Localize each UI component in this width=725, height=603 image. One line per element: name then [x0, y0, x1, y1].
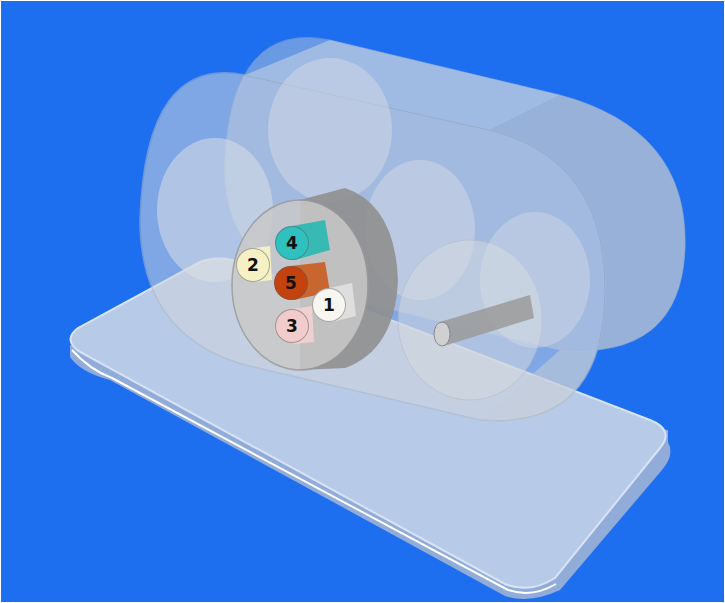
callout-number: 3: [286, 318, 298, 335]
gear-disc: [268, 58, 392, 202]
carrier-disc: [232, 200, 368, 370]
numbered-pin: 2: [236, 248, 270, 282]
output-shaft: [440, 295, 534, 346]
numbered-pin: 1: [312, 288, 346, 322]
numbered-pin: 3: [275, 309, 309, 343]
shaft-end: [434, 322, 450, 346]
callout-number: 2: [247, 257, 259, 274]
numbered-pin: 4: [275, 226, 309, 260]
gear-disc: [157, 138, 273, 282]
callout-number: 4: [286, 235, 298, 252]
numbered-pin: 5: [274, 266, 308, 300]
callout-number: 1: [323, 297, 335, 314]
callout-number: 5: [285, 275, 297, 292]
